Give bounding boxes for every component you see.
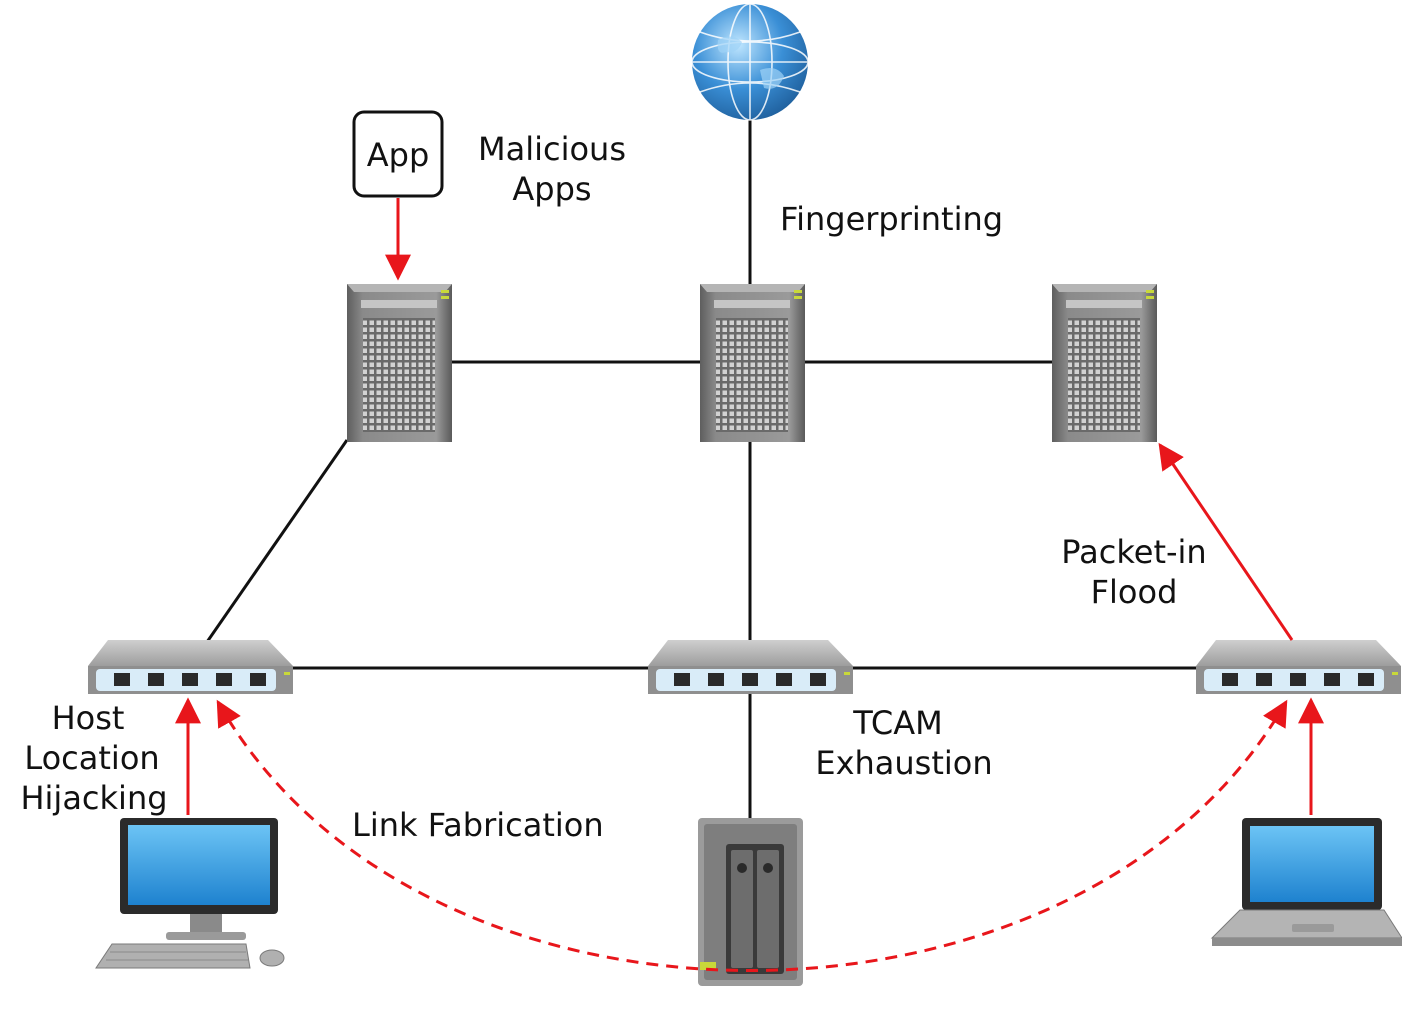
desktop-computer-icon — [95, 818, 285, 969]
switch-icon — [1196, 640, 1401, 694]
app-box: App — [352, 110, 444, 198]
server-icon — [700, 284, 805, 442]
link-fabrication-arrow — [216, 699, 1288, 972]
label-tcam-line2: Exhaustion — [815, 744, 992, 782]
attack-arrows — [175, 442, 1324, 972]
label-tcam-line1: TCAM — [852, 704, 943, 742]
label-malicious-apps-line1: Malicious — [478, 130, 626, 168]
packet-in-flood-arrow — [1158, 442, 1294, 641]
label-host-location-line1: Host — [52, 699, 125, 737]
nas-storage-icon — [698, 818, 803, 986]
label-link-fabrication: Link Fabrication — [352, 806, 604, 844]
app-box-label: App — [367, 136, 430, 174]
attack-labels: Malicious Apps Fingerprinting Packet-in … — [20, 130, 1206, 844]
network-links — [205, 120, 1212, 820]
label-packet-in-line1: Packet-in — [1061, 533, 1206, 571]
globe-icon — [691, 3, 809, 121]
label-malicious-apps-line2: Apps — [512, 170, 591, 208]
laptop-icon — [1210, 818, 1402, 946]
server-icon — [347, 284, 452, 442]
label-fingerprinting: Fingerprinting — [780, 200, 1003, 238]
label-packet-in-line2: Flood — [1091, 573, 1178, 611]
switch-icon — [88, 640, 293, 694]
label-host-location-line3: Hijacking — [20, 779, 167, 817]
switch-icon — [648, 640, 853, 694]
link-controller-left-switch-left — [205, 439, 349, 643]
server-icon — [1052, 284, 1157, 442]
label-host-location-line2: Location — [24, 739, 159, 777]
